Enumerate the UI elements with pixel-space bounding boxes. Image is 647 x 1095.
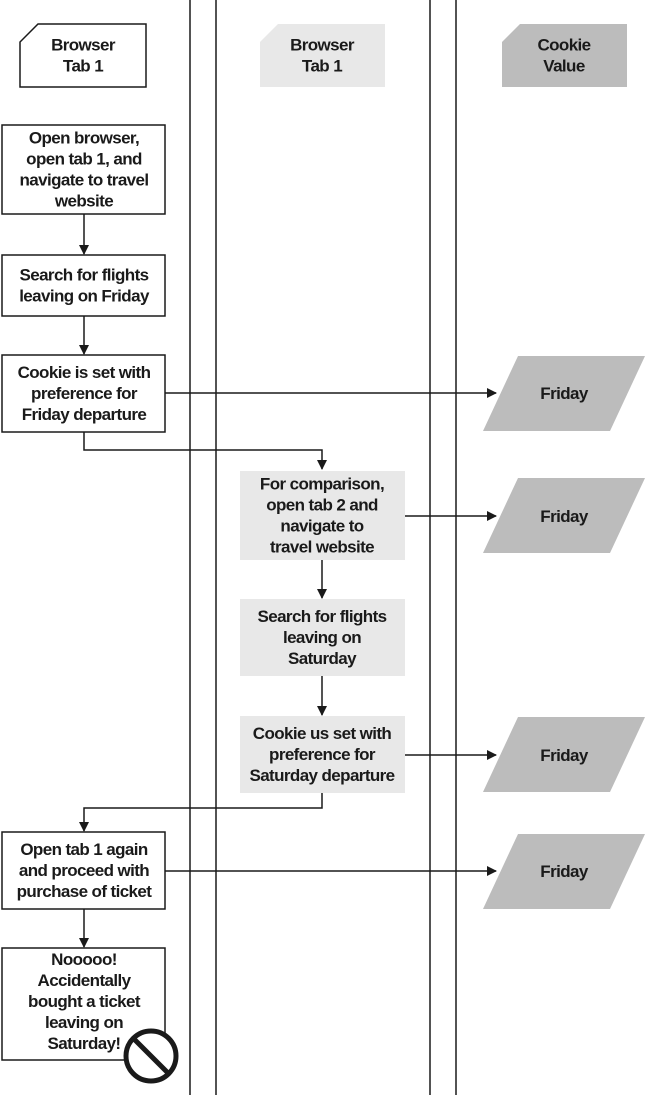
process-box [1,254,166,317]
step-cookie-saturday-label-line: Cookie us set with [253,724,392,743]
cookie-value-shape [483,478,645,553]
step-cookie-friday-label-line: Cookie is set with [18,363,151,382]
step-search-saturday-label-line: leaving on [283,628,361,647]
process-box [240,599,405,676]
lane-header-title-line: Value [543,57,585,76]
lane-header-shape [502,24,627,87]
step-open-tab-2-label-line: For comparison, [260,475,384,494]
step-search-saturday-label-line: Saturday [288,649,357,668]
step-search-friday-label-line: Search for flights [19,266,148,285]
cookie-value-label: Friday [540,507,589,526]
connectors [79,214,497,948]
process-box [240,471,405,560]
flow-arrow [83,432,327,470]
step-purchase-label-line: and proceed with [19,861,149,880]
step-open-tab-1-label: Open browser, open tab 1, and navigate to … [19,129,148,211]
lane-header-title-line: Browser [51,36,116,55]
step-open-tab-2-label-line: navigate to [280,517,363,536]
step-oops-label: Nooooo! Accidentally bought a ticket leavin… [28,950,141,1053]
step-open-tab-1-label-line: navigate to travel [19,171,148,190]
step-open-tab-1-label-line: Open browser, [29,129,139,148]
lane-header-title-line: Tab 1 [302,57,342,76]
lane-dividers [189,0,457,1095]
process-box [240,716,405,793]
lane-header-shape [260,24,385,87]
process-box [1,124,166,215]
step-open-tab-2-label-line: travel website [270,538,374,557]
flow-arrow [79,793,323,832]
step-search-friday-label: Search for flights leaving on Friday [19,266,150,306]
lane-header-title-line: Cookie [537,36,590,55]
cookie-value-shape [483,356,645,431]
step-open-tab-1-label-line: website [54,192,113,211]
step-oops-label-line: Nooooo! [51,950,117,969]
step-open-tab-2-label: For comparison, open tab 2 and navigate to… [260,475,384,557]
cookie-value-label: Friday [540,862,589,881]
step-open-tab-2-label-line: open tab 2 and [266,496,378,515]
cookie-value-label: Friday [540,746,589,765]
cookie-value-label: Friday [540,384,589,403]
lane-header-title-line: Browser [290,36,355,55]
step-cookie-friday-label-line: Friday departure [22,405,147,424]
step-oops-label-line: leaving on [45,1013,123,1032]
cookie-value-shape [483,717,645,792]
step-cookie-saturday-label-line: preference for [269,745,376,764]
step-purchase-label-line: Open tab 1 again [20,840,148,859]
lane-header-title-line: Tab 1 [63,57,103,76]
step-cookie-friday-label-line: preference for [31,384,138,403]
step-search-friday-label-line: leaving on Friday [19,287,150,306]
cookie-value-shape [483,834,645,909]
step-oops-label-line: Saturday! [47,1034,120,1053]
step-purchase-label: Open tab 1 again and proceed with purchase… [17,840,153,901]
step-oops-label-line: bought a ticket [28,992,141,1011]
lane-header-shape [19,23,147,88]
step-search-saturday-label-line: Search for flights [257,607,386,626]
step-search-saturday-label: Search for flights leaving on Saturday [257,607,386,668]
prohibited-icon [123,1028,179,1084]
step-oops-label-line: Accidentally [38,971,132,990]
step-purchase-label-line: purchase of ticket [17,882,153,901]
process-box [1,831,166,910]
step-cookie-saturday-label-line: Saturday departure [249,766,394,785]
step-open-tab-1-label-line: open tab 1, and [26,150,142,169]
